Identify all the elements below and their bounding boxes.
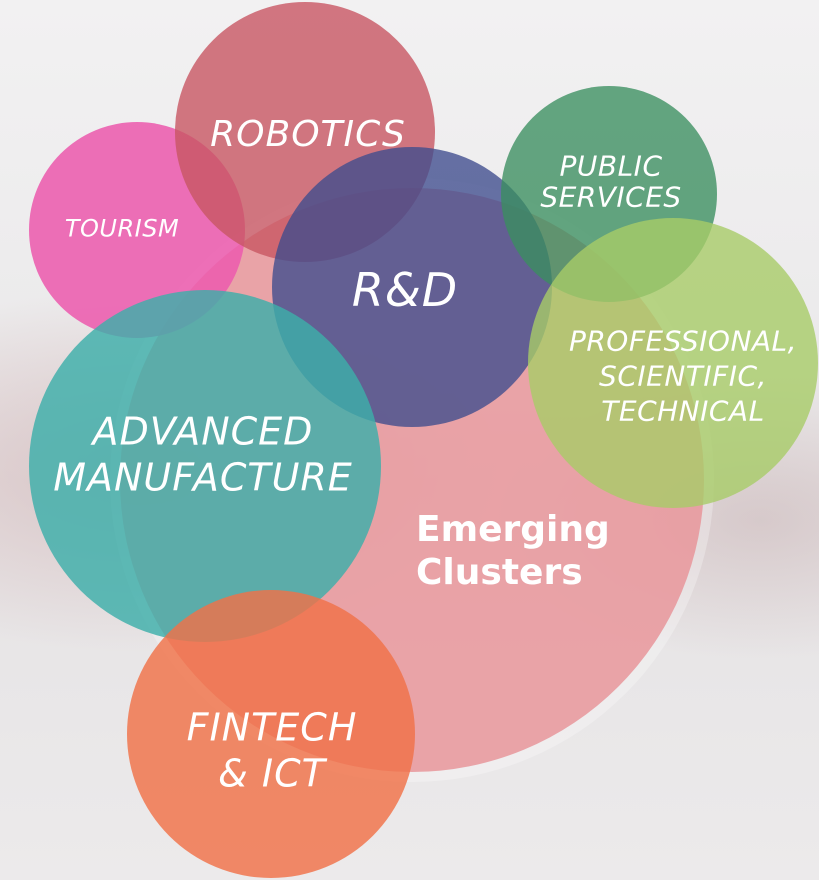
- label-robotics: ROBOTICS: [210, 113, 406, 155]
- professional-circle: [528, 218, 818, 508]
- label-public-services: PUBLIC SERVICES: [540, 149, 682, 214]
- label-professional: PROFESSIONAL, SCIENTIFIC, TECHNICAL: [568, 324, 798, 428]
- label-fintech-ict: FINTECH & ICT: [186, 705, 358, 795]
- advanced-manufacture-circle: [29, 290, 381, 642]
- label-tourism: TOURISM: [64, 214, 180, 243]
- fintech-ict-circle: [127, 590, 415, 878]
- label-advanced-manufacture: ADVANCED MANUFACTURE: [53, 409, 353, 500]
- emerging-clusters-label: Emerging Clusters: [416, 509, 610, 594]
- label-rnd: R&D: [351, 263, 459, 318]
